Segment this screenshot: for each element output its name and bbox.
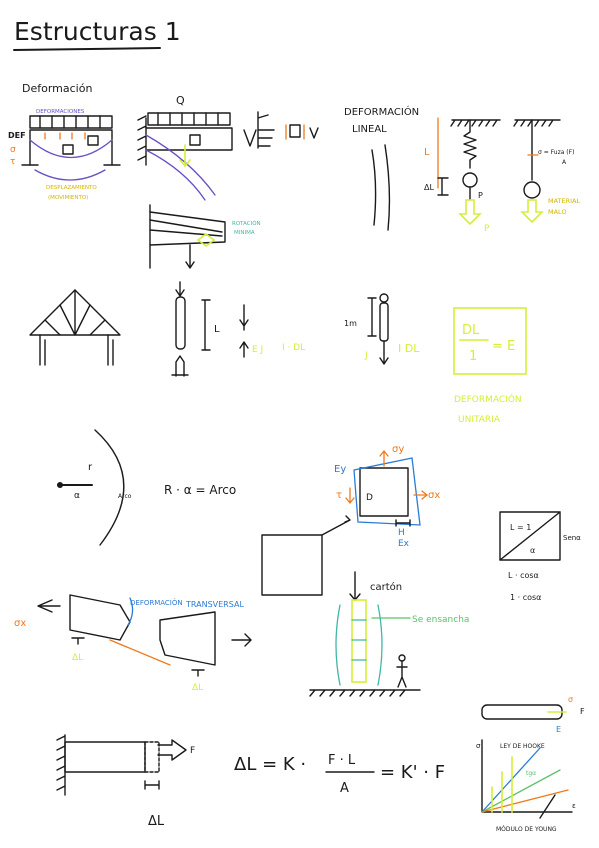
beam-diagram-1: DEFORMACIONES DEF σ τ DESPLAZAMIENTO (MO… xyxy=(8,109,121,201)
beam-diagram-3: ROTACIÓN MINIMA xyxy=(149,204,261,269)
material-label: MATERIAL xyxy=(548,197,581,205)
alpha2-label: α xyxy=(530,546,535,555)
movimiento-label: (MOVIMIENTO) xyxy=(48,195,88,201)
dl-label: ΔL xyxy=(424,183,434,192)
idl-label: I · DL xyxy=(282,343,305,353)
cos2-label: 1 · cosα xyxy=(510,593,541,602)
l1-label: L = 1 xyxy=(510,523,531,532)
shear-element: σy Ey τ D σx H Ex xyxy=(261,444,440,596)
unitaria2-label: UNITARIA xyxy=(458,415,501,425)
unitaria-label: DEFORMACIÓN xyxy=(454,393,522,405)
lineal-label: LINEAL xyxy=(352,124,387,135)
column-diagram: cartón Se ensancha xyxy=(309,571,469,697)
sigma-label: σ xyxy=(10,145,16,155)
sigma-formula: σ = Fuza (F) xyxy=(538,149,574,156)
one-m-label: 1m xyxy=(344,319,357,328)
tau-label: τ xyxy=(10,157,15,167)
formula-lhs: ΔL = K · xyxy=(234,754,306,775)
carton-label: cartón xyxy=(370,581,402,593)
r-label: r xyxy=(88,462,93,473)
sigma-label-3: σ xyxy=(568,695,573,704)
def-label: DEF xyxy=(8,131,26,140)
sigma-x-label: σx xyxy=(428,490,440,501)
rotacion-sub-label: MINIMA xyxy=(234,230,255,236)
deformed-bars xyxy=(371,144,391,231)
cantilever-diagram: F ΔL xyxy=(56,734,195,829)
sigma-y-label: σy xyxy=(392,444,404,455)
dl-label-3: ΔL xyxy=(192,683,203,693)
dl-label-2: ΔL xyxy=(72,653,83,663)
sigma-axis: σ xyxy=(476,742,481,750)
i-dl-label: I DL xyxy=(398,342,420,355)
bar-compression: L E J I · DL xyxy=(171,281,305,377)
f-label-2: F xyxy=(580,707,585,716)
h-label: H xyxy=(398,528,405,538)
ex-label: Ex xyxy=(398,539,410,549)
rotacion-label: ROTACIÓN xyxy=(232,220,261,227)
malo-label: MALO xyxy=(548,208,567,216)
f-label: F xyxy=(190,746,195,756)
truss-diagram xyxy=(29,289,121,366)
beam-diagram-2: Q xyxy=(137,94,319,201)
desplazamiento-label: DESPLAZAMIENTO xyxy=(46,185,97,191)
spring-diagram: P P L ΔL xyxy=(424,117,501,234)
box-den: 1 xyxy=(469,349,477,364)
eps-axis: ε xyxy=(572,802,576,810)
triangle-diagram: L = 1 α Senα L · cosα 1 · cosα xyxy=(499,511,581,602)
arco-small: Arco xyxy=(118,493,132,500)
arc-formula: R · α = Arco xyxy=(164,483,236,497)
sen-label: Senα xyxy=(563,534,581,542)
unit-deformation-box: DL 1 = E DEFORMACIÓN UNITARIA xyxy=(453,307,527,425)
d-label: D xyxy=(366,493,373,503)
arc-diagram: r α Arco R · α = Arco xyxy=(57,429,236,546)
hooke-formula: ΔL = K · F · L A = K' · F xyxy=(234,753,445,796)
hooke-chart: σ F E σ LEY DE HOOKE tgα ε MÓDULO DE YOU… xyxy=(476,695,585,833)
q-label: Q xyxy=(176,94,185,107)
eps-label: E J xyxy=(252,345,263,355)
modulo-label: MÓDULO DE YOUNG xyxy=(496,826,557,833)
page-title: Estructuras 1 xyxy=(14,17,181,46)
alpha-label: α xyxy=(74,491,80,501)
formula-num: F · L xyxy=(328,753,356,768)
l-label: L xyxy=(424,147,430,158)
deformacion-heading: Deformación xyxy=(22,82,92,95)
sigma-x-label-2: σx xyxy=(14,618,26,629)
p-label-3: J xyxy=(364,351,368,361)
def-trans-label: DEFORMACIÓN xyxy=(130,598,183,607)
trans-label: TRANSVERSAL xyxy=(185,600,244,609)
weight-diagram: σ = Fuza (F) A MATERIAL MALO xyxy=(513,119,581,224)
p-label-2: P xyxy=(484,224,490,234)
L-label: L xyxy=(214,324,220,335)
transversal-diagram: ΔL ΔL σx DEFORMACIÓN TRANSVERSAL xyxy=(14,594,252,693)
p-label-1: P xyxy=(478,191,483,200)
formula-den: A xyxy=(562,159,567,166)
box-num: DL xyxy=(462,323,480,338)
dl-label-4: ΔL xyxy=(148,814,165,829)
e-label-2: E xyxy=(556,725,561,734)
deformacion-lineal-label: DEFORMACIÓN xyxy=(344,105,419,118)
deformaciones-label: DEFORMACIONES xyxy=(36,109,85,115)
se-ensancha-label: Se ensancha xyxy=(412,615,469,625)
title-underline xyxy=(13,47,161,51)
formula-den: A xyxy=(340,781,349,796)
ley-hooke-label: LEY DE HOOKE xyxy=(500,743,545,750)
ey-label: Ey xyxy=(334,464,346,475)
box-eq: = E xyxy=(492,339,515,354)
cos-label: L · cosα xyxy=(508,571,539,580)
formula-rhs: = K' · F xyxy=(380,762,445,783)
tg-label: tgα xyxy=(526,770,536,777)
tau-label-2: τ xyxy=(336,490,342,501)
hanging-rod: 1m J I DL xyxy=(344,293,420,365)
